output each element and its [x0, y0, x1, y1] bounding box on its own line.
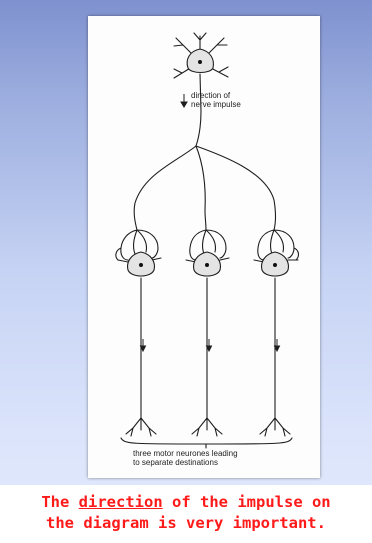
direction-label-line1: direction of: [191, 91, 230, 100]
right-neuron-nucleus: [273, 263, 277, 267]
bottom-label-line1: three motor neurones leading: [133, 449, 238, 458]
right-axon-terminals: [260, 418, 290, 436]
top-neuron-nucleus: [198, 60, 202, 64]
caption-line2: the diagram is very important.: [0, 514, 372, 532]
middle-axon-terminals: [192, 418, 222, 436]
caption-text-after: of the impulse on: [163, 493, 331, 511]
direction-label-line2: nerve impulse: [191, 100, 241, 109]
top-axon: [196, 74, 201, 146]
left-neuron-nucleus: [139, 263, 143, 267]
middle-neuron-nucleus: [205, 263, 209, 267]
caption-emphasis: direction: [79, 493, 163, 511]
branch-left: [134, 146, 196, 230]
caption-line1: The direction of the impulse on: [0, 493, 372, 511]
left-axon-terminals: [126, 418, 156, 436]
branch-right: [196, 146, 276, 230]
direction-arrow-icon: [181, 94, 187, 107]
neuron-drawing: [88, 16, 320, 478]
neuron-diagram: direction of nerve impulse three motor n…: [88, 16, 320, 478]
bottom-brace: [121, 438, 292, 448]
branch-middle: [196, 146, 206, 230]
caption-text-before: The: [41, 493, 78, 511]
bottom-label-line2: to separate destinations: [133, 458, 218, 467]
